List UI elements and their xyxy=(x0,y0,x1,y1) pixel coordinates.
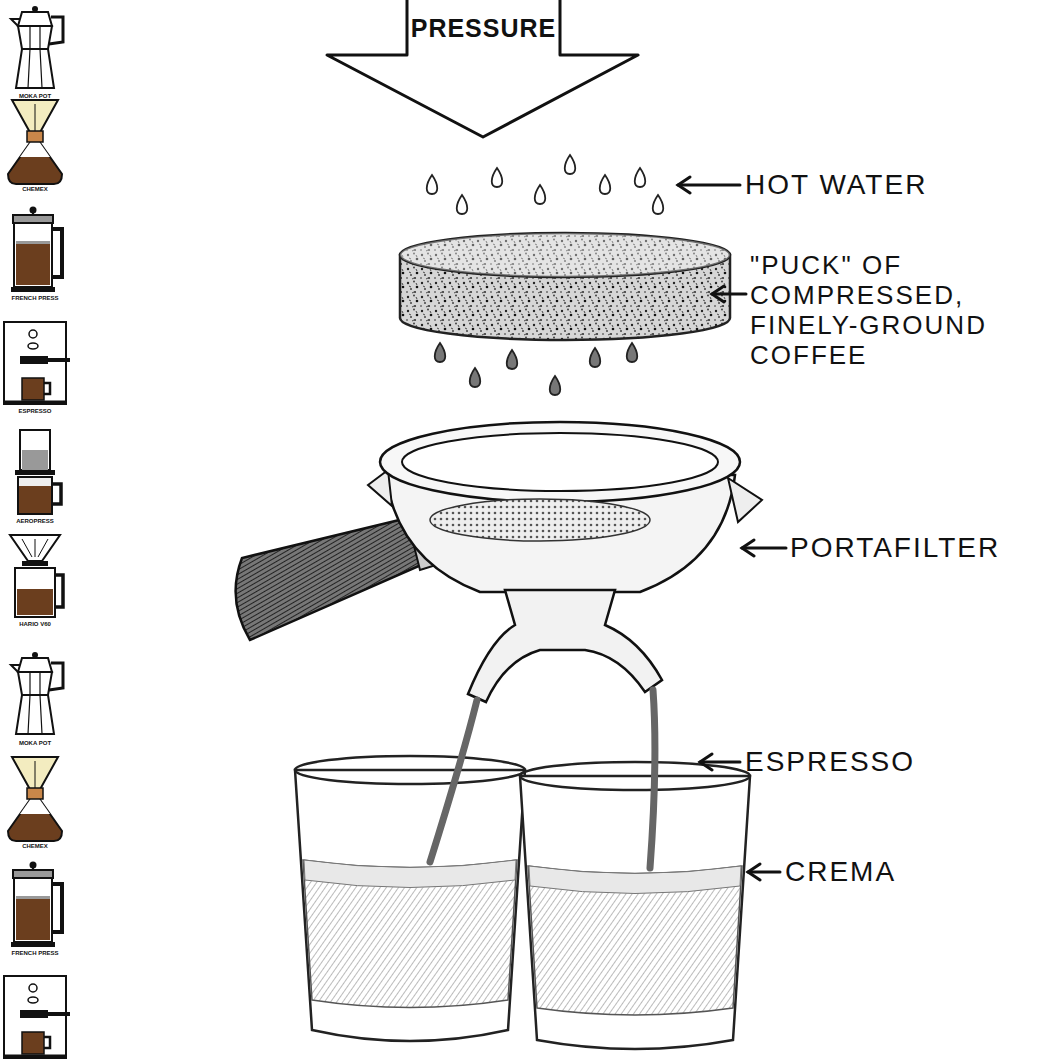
double-spout xyxy=(468,590,662,702)
crema-layer xyxy=(529,866,741,894)
extract-drop xyxy=(590,348,601,367)
icon-caption: AEROPRESS xyxy=(0,518,70,525)
espresso-liquid xyxy=(303,860,517,1008)
icon-caption: ESPRESSO xyxy=(0,408,70,415)
shot-glass xyxy=(295,770,525,1041)
water-drops xyxy=(427,155,664,214)
part-label: CREMA xyxy=(785,855,1045,889)
espresso-machine-icon xyxy=(4,976,70,1058)
puck-top xyxy=(400,233,730,277)
extract-drop xyxy=(435,343,446,362)
portafilter-rim xyxy=(380,422,740,502)
shot-glass xyxy=(520,776,750,1049)
puck-top-shade xyxy=(400,233,730,277)
pressure-arrow: PRESSURE xyxy=(325,0,640,140)
filter-basket-mesh xyxy=(430,499,650,541)
extract-drop xyxy=(550,376,561,395)
arrow-shape xyxy=(327,0,638,137)
leader-arrow xyxy=(678,184,740,187)
french-press-icon xyxy=(11,862,62,948)
method-icons xyxy=(4,6,70,1058)
espresso-streams xyxy=(430,690,655,868)
icon-caption: FRENCH PRESS xyxy=(0,295,70,302)
v60-icon xyxy=(10,535,63,617)
glass-rim xyxy=(295,756,525,784)
water-drop xyxy=(535,185,546,204)
icon-caption: FRENCH PRESS xyxy=(0,950,70,957)
water-drop xyxy=(492,168,503,187)
glass-rim xyxy=(520,762,750,790)
icon-caption: MOKA POT xyxy=(0,740,70,747)
espresso-liquid xyxy=(528,866,742,1015)
bayonet-ear xyxy=(728,478,762,522)
water-drop xyxy=(457,195,468,214)
icon-caption: CHEMEX xyxy=(0,186,70,193)
extract-drop xyxy=(627,343,638,362)
chemex-icon xyxy=(8,757,62,841)
part-label: HOT WATER xyxy=(745,168,1045,202)
water-drop xyxy=(635,168,646,187)
water-drop xyxy=(427,175,438,194)
leader-arrow xyxy=(700,761,740,764)
part-label: ESPRESSO xyxy=(745,745,1045,779)
extract-drops xyxy=(435,343,638,395)
espresso-stream xyxy=(650,690,655,868)
portafilter-handle xyxy=(236,515,428,640)
french-press-icon xyxy=(11,207,62,293)
crema-layer xyxy=(304,860,516,888)
moka-pot-icon xyxy=(11,652,63,734)
water-drop xyxy=(600,175,611,194)
icon-caption: HARIO V60 xyxy=(0,621,70,628)
aeropress-icon xyxy=(15,430,61,514)
leader-arrow xyxy=(712,293,746,296)
icon-caption: MOKA POT xyxy=(0,93,70,100)
extract-drop xyxy=(470,368,481,387)
portafilter xyxy=(236,422,762,702)
espresso-stream xyxy=(430,700,477,862)
espresso-machine-icon xyxy=(4,322,70,404)
arrow-label: PRESSURE xyxy=(407,14,560,43)
water-drop xyxy=(653,195,664,214)
moka-pot-icon xyxy=(11,6,63,88)
part-label: "PUCK" OF COMPRESSED, FINELY-GROUND COFF… xyxy=(750,250,1048,370)
water-drop xyxy=(565,155,576,174)
part-label: PORTAFILTER xyxy=(790,531,1048,565)
icon-caption: CHEMEX xyxy=(0,843,70,850)
leader-arrow xyxy=(742,547,786,550)
leader-arrow xyxy=(748,871,780,874)
right-cup xyxy=(520,762,750,1049)
coffee-puck xyxy=(400,233,730,340)
chemex-icon xyxy=(8,100,62,184)
extract-drop xyxy=(507,350,518,369)
basket-opening xyxy=(402,433,718,491)
left-cup xyxy=(295,756,525,1041)
